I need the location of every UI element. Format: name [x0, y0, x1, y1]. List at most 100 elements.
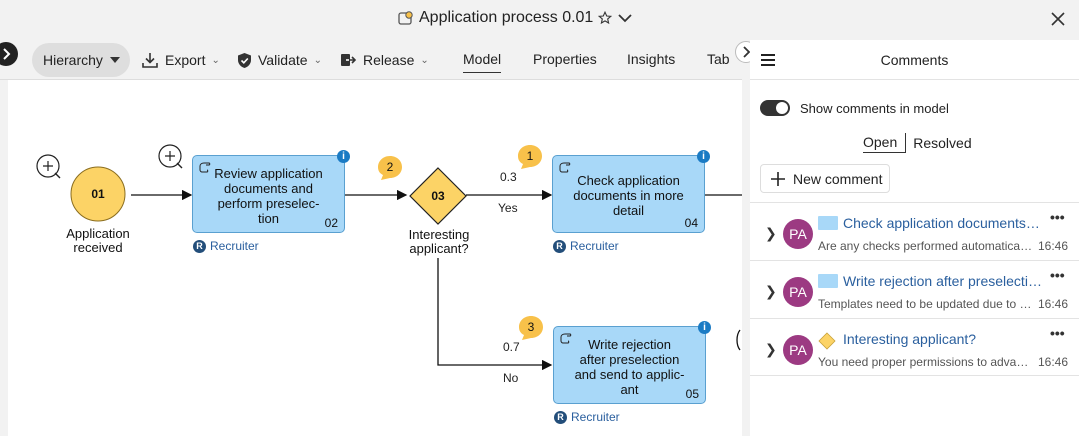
tab-overflow[interactable]: Tab: [707, 51, 730, 67]
comment-time: 16:46: [1038, 239, 1069, 253]
info-icon[interactable]: i: [698, 321, 711, 334]
flow-probability: 0.7: [503, 340, 520, 354]
role-recruiter[interactable]: R Recruiter: [193, 239, 259, 253]
role-label: Recruiter: [571, 410, 620, 424]
task-label-line: documents in more: [573, 188, 684, 203]
task-label-line: detail: [612, 203, 645, 218]
flow-probability: 0.3: [500, 170, 517, 184]
task-marker-icon: [818, 274, 838, 288]
star-icon[interactable]: [598, 11, 613, 25]
comment-time: 16:46: [1038, 355, 1069, 369]
panel-title: Comments: [880, 52, 949, 68]
gateway-interesting-applicant[interactable]: 03: [408, 166, 468, 226]
filter-resolved[interactable]: Resolved: [913, 135, 972, 151]
task-review-documents[interactable]: Review application documents and perform…: [192, 150, 350, 233]
chevron-right-icon: [3, 48, 11, 60]
comment-badge[interactable]: 2: [377, 155, 403, 181]
comment-item[interactable]: ❯ PA Interesting applicant? You need pro…: [750, 318, 1079, 376]
task-label-line: Check application: [577, 173, 680, 188]
window-title: Application process 0.01: [419, 9, 594, 26]
task-label-line: ant: [620, 382, 639, 397]
task-label-line: and send to applic-: [574, 367, 685, 382]
gateway-caption: Interesting applicant?: [388, 228, 490, 256]
add-comment-icon[interactable]: [35, 154, 63, 182]
role-icon: R: [553, 239, 566, 253]
comment-title[interactable]: Interesting applicant?: [843, 331, 977, 347]
role-icon: R: [193, 239, 206, 253]
task-number: 05: [685, 387, 699, 401]
task-number: 04: [684, 216, 698, 230]
tab-model[interactable]: Model: [463, 51, 502, 73]
hand-icon: [559, 162, 571, 173]
more-options-icon[interactable]: •••: [1050, 209, 1065, 225]
task-label-line: tion: [258, 211, 279, 226]
validate-button[interactable]: Validate ⌄: [237, 43, 322, 77]
export-button[interactable]: Export ⌄: [141, 43, 220, 77]
menu-icon[interactable]: [760, 53, 776, 67]
filter-open[interactable]: Open: [863, 134, 906, 153]
hand-icon: [199, 162, 211, 173]
title-group[interactable]: Application process 0.01: [398, 9, 633, 27]
task-write-rejection[interactable]: Write rejection after preselection and s…: [553, 321, 711, 404]
role-label: Recruiter: [570, 239, 619, 253]
tab-insights[interactable]: Insights: [627, 51, 676, 67]
task-label: Review application documents and perform…: [201, 166, 336, 226]
chevron-down-icon: ⌄: [313, 54, 322, 66]
chevron-down-icon[interactable]: [617, 12, 633, 24]
validate-label: Validate: [258, 52, 308, 68]
comment-item[interactable]: ❯ PA Write rejection after preselection …: [750, 260, 1079, 318]
hierarchy-button[interactable]: Hierarchy: [32, 43, 130, 77]
info-icon[interactable]: i: [697, 150, 710, 163]
new-comment-label: New comment: [793, 170, 883, 187]
role-icon: R: [554, 410, 567, 424]
role-recruiter[interactable]: R Recruiter: [554, 410, 620, 424]
sequence-flows: [131, 189, 742, 371]
partial-element-edge: [736, 329, 741, 351]
comments-panel: Comments Show comments in model Open Res…: [750, 40, 1079, 436]
comment-badge-count: 1: [527, 149, 534, 163]
release-label: Release: [363, 52, 415, 68]
new-comment-button[interactable]: New comment: [760, 164, 890, 193]
chevron-right-icon[interactable]: ❯: [765, 341, 777, 357]
panel-divider[interactable]: [742, 40, 750, 436]
task-label: Write rejection after preselection and s…: [562, 337, 697, 397]
comment-title[interactable]: Write rejection after preselection and s…: [843, 273, 1043, 289]
plus-icon: [771, 171, 785, 186]
process-model-icon: [398, 11, 413, 25]
caption-line: Interesting: [408, 227, 470, 242]
comment-filter: Open Resolved: [863, 133, 972, 153]
comment-badge-count: 2: [387, 160, 394, 174]
task-marker-icon: [818, 216, 838, 230]
add-comment-icon[interactable]: [157, 144, 185, 172]
info-icon[interactable]: i: [337, 150, 350, 163]
chevron-right-icon[interactable]: ❯: [765, 225, 777, 241]
show-comments-toggle[interactable]: [760, 100, 790, 116]
show-comments-toggle-row[interactable]: Show comments in model: [760, 100, 949, 116]
start-event-caption: Application received: [48, 227, 148, 255]
collapse-left-button[interactable]: [0, 42, 18, 66]
task-label-line: after preselection: [579, 352, 680, 367]
filter-separator: [905, 133, 907, 153]
toggle-knob: [776, 102, 788, 114]
role-recruiter[interactable]: R Recruiter: [553, 239, 619, 253]
gateway-marker-icon: [818, 332, 836, 350]
release-button[interactable]: Release ⌄: [340, 43, 429, 77]
comment-item[interactable]: ❯ PA Check application documents in more…: [750, 202, 1079, 260]
comment-title[interactable]: Check application documents in more deta…: [843, 215, 1043, 231]
comment-text: Templates need to be updated due to new …: [818, 297, 1034, 311]
more-options-icon[interactable]: •••: [1050, 325, 1065, 341]
task-check-documents[interactable]: Check application documents in more deta…: [552, 150, 710, 233]
shield-check-icon: [238, 52, 251, 68]
panel-header: Comments: [750, 40, 1079, 80]
task-label-line: Write rejection: [588, 337, 671, 352]
start-event[interactable]: 01: [70, 166, 126, 222]
gateway-number: 03: [431, 189, 445, 203]
more-options-icon[interactable]: •••: [1050, 267, 1065, 283]
comment-badge[interactable]: 3: [518, 315, 544, 341]
tab-properties[interactable]: Properties: [533, 51, 597, 67]
flow-label-yes: Yes: [498, 201, 518, 215]
chevron-right-icon[interactable]: ❯: [765, 283, 777, 299]
close-icon[interactable]: [1049, 10, 1067, 28]
comment-badge[interactable]: 1: [517, 144, 543, 170]
comment-text: You need proper permissions to advance a…: [818, 355, 1034, 369]
